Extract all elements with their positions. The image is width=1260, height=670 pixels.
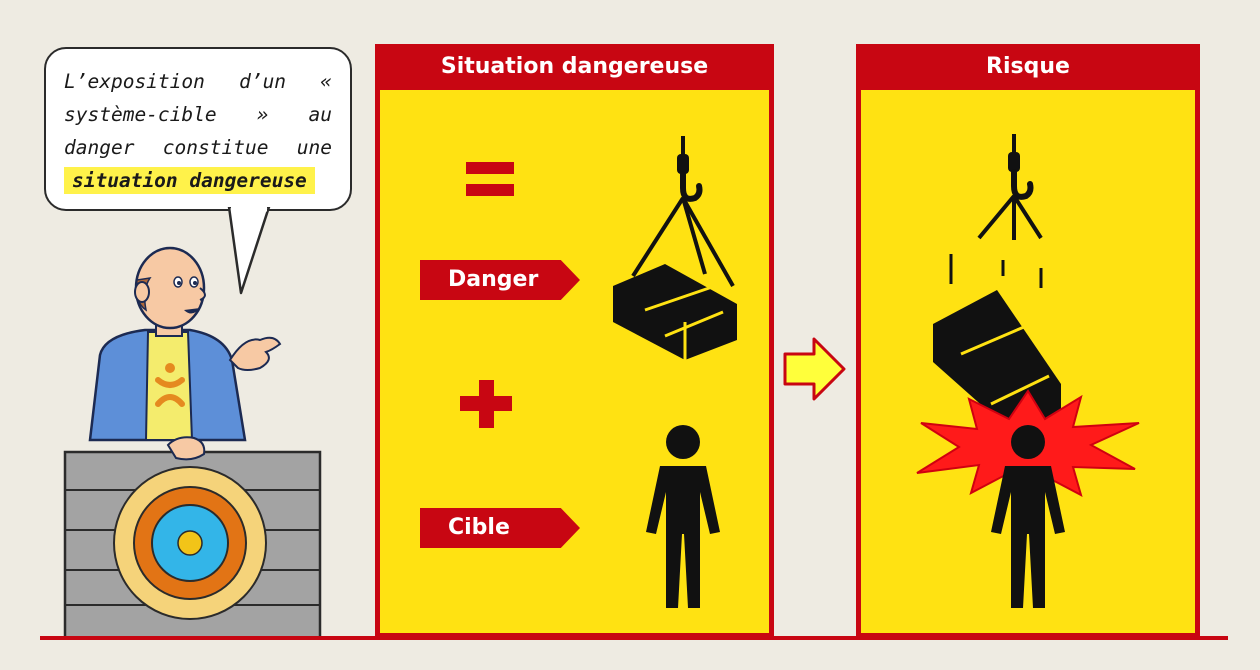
plus-icon	[460, 380, 512, 428]
speech-highlight: situation dangereuse	[64, 167, 315, 194]
person-icon	[646, 425, 720, 608]
panel-situation-title: Situation dangereuse	[380, 44, 769, 90]
panel-risque: Risque	[856, 44, 1200, 638]
panel-situation-dangereuse: Situation dangereuse Danger Cible	[375, 44, 774, 638]
speech-text-main: L’exposition d’un « système-cible » au d…	[64, 70, 332, 159]
speech-bubble: L’exposition d’un « système-cible » au d…	[44, 47, 352, 211]
speech-bubble-tail	[227, 207, 271, 295]
crane-hook-icon	[677, 136, 703, 202]
danger-tag: Danger	[420, 260, 580, 300]
shirt-logo-icon	[155, 363, 185, 407]
equals-icon	[466, 162, 514, 196]
ground-line	[40, 636, 1228, 640]
presenter-illustration	[63, 246, 322, 640]
speech-bubble-text: L’exposition d’un « système-cible » au d…	[64, 65, 332, 197]
target-icon	[113, 466, 267, 620]
broken-hook-icon	[977, 134, 1043, 240]
panel-risque-title: Risque	[861, 44, 1195, 90]
cible-tag: Cible	[420, 508, 580, 548]
arrow-right-icon	[783, 337, 846, 401]
suspended-load-icon	[613, 136, 737, 360]
person-icon-risque	[991, 425, 1065, 608]
presenter-hand	[228, 336, 282, 371]
